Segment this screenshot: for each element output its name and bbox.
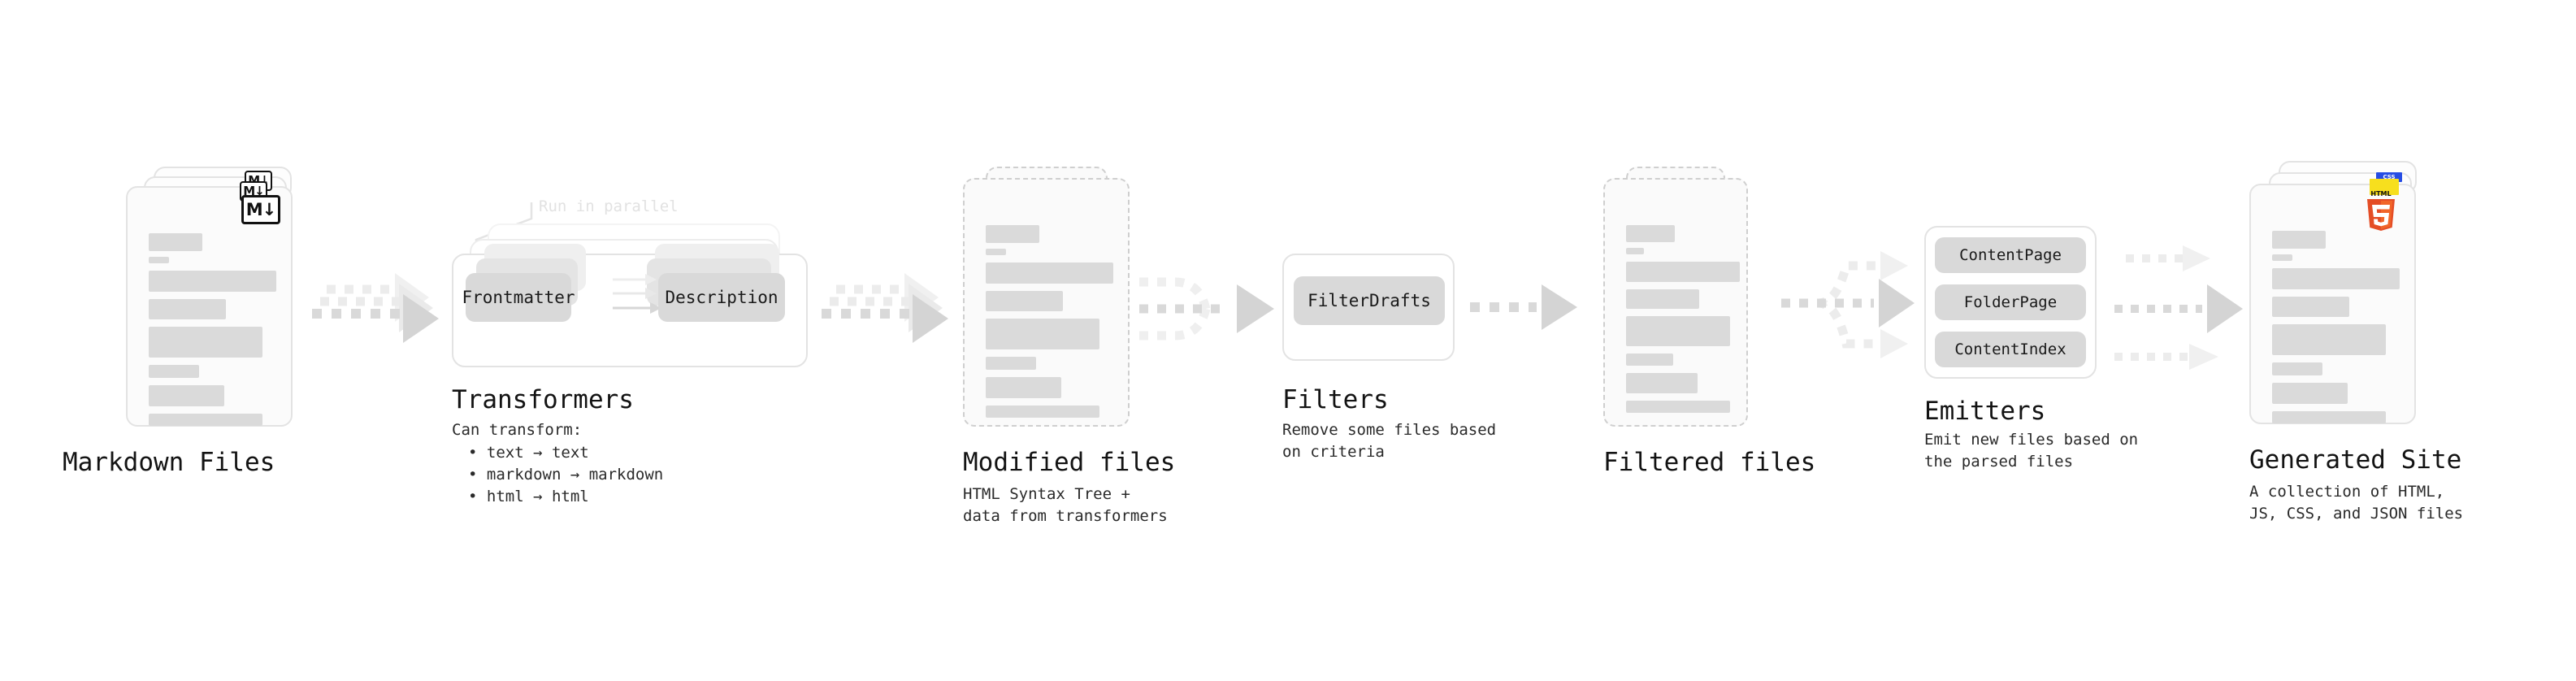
arrow-markdown-to-transformers xyxy=(312,273,439,343)
markdown-file-stack: M↓ M↓ M↓ xyxy=(126,167,305,427)
stage-title-filtered-files: Filtered files xyxy=(1603,448,1816,477)
svg-text:HTML: HTML xyxy=(2370,190,2391,197)
bullet-text: markdown → markdown xyxy=(486,466,664,484)
run-in-parallel-label: Run in parallel xyxy=(539,197,679,215)
stage-title-filters: Filters xyxy=(1282,385,1389,414)
document-skeleton-lines xyxy=(149,233,276,433)
generated-site-file-stack: CSS HTML xyxy=(2249,161,2428,429)
arrow-transformers-to-modified xyxy=(822,273,948,343)
transformers-bullet-1: • text → text xyxy=(468,444,589,462)
modified-files-subtitle: HTML Syntax Tree + data from transformer… xyxy=(963,485,1168,525)
transformer-inner-arrows xyxy=(613,274,661,314)
arrow-emitters-to-site xyxy=(2114,245,2243,370)
stage-title-emitters: Emitters xyxy=(1924,397,2046,426)
modified-file-card-front xyxy=(963,178,1130,427)
emitter-chip-contentpage[interactable]: ContentPage xyxy=(1935,237,2086,273)
modified-file-stack xyxy=(963,167,1142,427)
markdown-file-card-front xyxy=(126,186,293,427)
emitter-chip-folderpage[interactable]: FolderPage xyxy=(1935,284,2086,320)
generated-site-subtitle: A collection of HTML, JS, CSS, and JSON … xyxy=(2249,483,2464,523)
markdown-badge-letter: M xyxy=(245,199,263,219)
emitter-chip-contentindex[interactable]: ContentIndex xyxy=(1935,332,2086,367)
transformers-bullet-3: • html → html xyxy=(468,488,589,505)
js-badge-icon xyxy=(2370,179,2399,195)
transformers-bullet-2: • markdown → markdown xyxy=(468,466,664,484)
stage-title-generated-site: Generated Site xyxy=(2249,445,2462,475)
stage-title-markdown-files: Markdown Files xyxy=(63,448,275,477)
arrow-filtered-to-emitters xyxy=(1781,251,1915,358)
document-skeleton-lines xyxy=(1626,225,1740,420)
document-skeleton-lines xyxy=(2272,231,2400,431)
bullet-text: text → text xyxy=(486,444,589,462)
filter-chip-filterdrafts[interactable]: FilterDrafts xyxy=(1294,276,1445,325)
stage-title-transformers: Transformers xyxy=(452,385,634,414)
arrow-filters-to-filtered xyxy=(1470,284,1577,330)
transformer-chip-frontmatter[interactable]: Frontmatter xyxy=(462,273,575,322)
markdown-badge-letter: M xyxy=(243,184,255,198)
html5-badge-icon: HTML xyxy=(2367,190,2395,231)
document-skeleton-lines xyxy=(986,225,1113,425)
filtered-file-card-front xyxy=(1603,178,1748,427)
emitters-subtitle: Emit new files based on the parsed files xyxy=(1924,431,2139,471)
transformers-subtitle: Can transform: xyxy=(452,421,583,439)
filters-subtitle: Remove some files based on criteria xyxy=(1282,421,1497,461)
markdown-badge-front: M↓ xyxy=(241,195,280,224)
stage-title-modified-files: Modified files xyxy=(963,448,1176,477)
arrow-modified-to-filters xyxy=(1139,277,1274,340)
filtered-file-stack xyxy=(1603,167,1782,427)
transformer-chip-description[interactable]: Description xyxy=(658,273,785,322)
bullet-text: html → html xyxy=(486,488,589,505)
css-badge-label: CSS xyxy=(2383,174,2396,180)
